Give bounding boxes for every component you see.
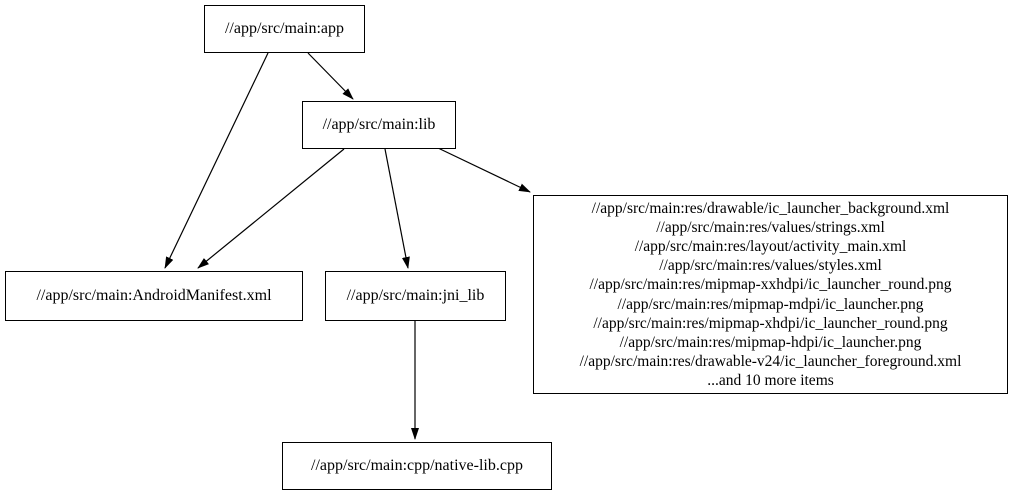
resource-item: //app/src/main:res/layout/activity_main.… <box>634 238 907 256</box>
graph-node-native-lib-cpp-label: //app/src/main:cpp/native-lib.cpp <box>311 456 523 474</box>
graph-node-jni-lib: //app/src/main:jni_lib <box>325 271 506 321</box>
resource-item: //app/src/main:res/mipmap-xxhdpi/ic_laun… <box>589 276 952 294</box>
resource-item: //app/src/main:res/mipmap-hdpi/ic_launch… <box>619 333 922 351</box>
graph-node-resources: //app/src/main:res/drawable/ic_launcher_… <box>533 195 1008 394</box>
resource-item: //app/src/main:res/mipmap-mdpi/ic_launch… <box>617 295 924 313</box>
resource-more-items: ...and 10 more items <box>707 371 834 389</box>
edge-lib-to-jni-lib <box>384 148 410 269</box>
graph-node-native-lib-cpp: //app/src/main:cpp/native-lib.cpp <box>282 442 552 490</box>
edge-lib-to-android-manifest <box>197 148 345 269</box>
resource-item: //app/src/main:res/values/styles.xml <box>659 257 882 275</box>
edge-app-to-lib <box>307 52 354 100</box>
graph-node-app: //app/src/main:app <box>204 5 365 53</box>
graph-node-android-manifest: //app/src/main:AndroidManifest.xml <box>5 271 303 321</box>
edge-app-to-android-manifest <box>164 52 269 269</box>
edge-lib-to-resources <box>437 147 531 193</box>
resource-item: //app/src/main:res/drawable-v24/ic_launc… <box>579 352 962 370</box>
graph-node-lib-label: //app/src/main:lib <box>322 115 436 133</box>
graph-node-jni-lib-label: //app/src/main:jni_lib <box>346 286 485 304</box>
resource-item: //app/src/main:res/values/strings.xml <box>656 219 885 237</box>
resource-item: //app/src/main:res/drawable/ic_launcher_… <box>591 200 950 218</box>
graph-node-android-manifest-label: //app/src/main:AndroidManifest.xml <box>36 286 272 304</box>
graph-node-lib: //app/src/main:lib <box>302 101 456 149</box>
resource-item: //app/src/main:res/mipmap-xhdpi/ic_launc… <box>593 314 948 332</box>
graph-node-app-label: //app/src/main:app <box>224 19 345 37</box>
